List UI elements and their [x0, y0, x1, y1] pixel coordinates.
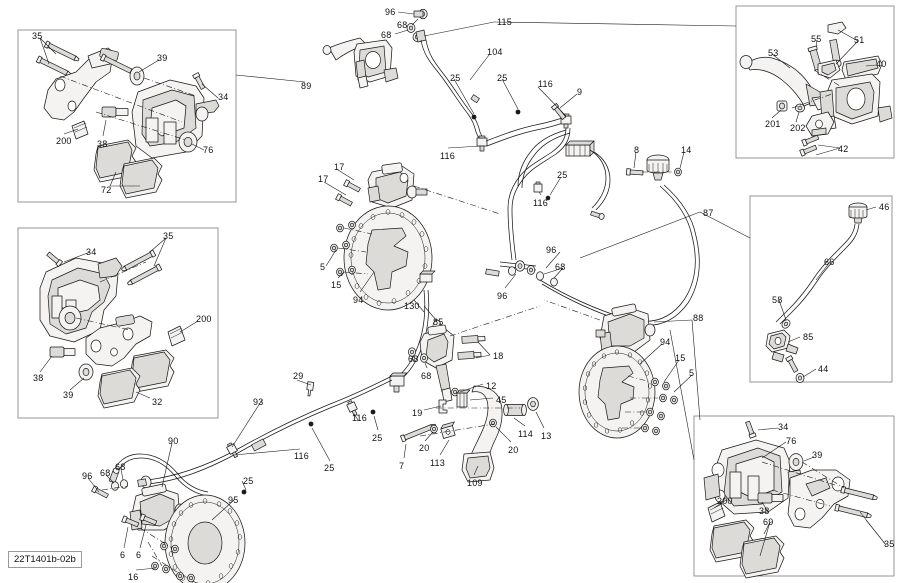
callout-46: 46 [879, 202, 890, 212]
callout-14: 14 [681, 145, 692, 155]
callout-34: 34 [218, 92, 229, 102]
callout-9: 9 [577, 87, 583, 97]
callout-42: 42 [838, 144, 849, 154]
callout-69: 69 [763, 517, 774, 527]
callout-19: 19 [412, 408, 423, 418]
callout-116: 116 [533, 198, 548, 208]
callout-39: 39 [63, 390, 74, 400]
callout-18: 18 [493, 351, 504, 361]
callout-40: 40 [876, 59, 887, 69]
callout-116: 116 [440, 151, 455, 161]
callout-68: 68 [115, 462, 126, 472]
callout-116: 116 [538, 79, 553, 89]
callout-66: 66 [824, 257, 835, 267]
callout-38: 38 [759, 506, 770, 516]
callout-72: 72 [101, 185, 112, 195]
callout-68: 68 [100, 468, 111, 478]
callout-20: 20 [419, 443, 430, 453]
callout-25: 25 [497, 73, 508, 83]
callout-90: 90 [168, 436, 179, 446]
callout-6: 6 [120, 550, 126, 560]
callout-34: 34 [778, 422, 789, 432]
callout-12: 12 [486, 381, 497, 391]
callout-55: 55 [811, 34, 822, 44]
callout-17: 17 [334, 162, 345, 172]
callout-95: 95 [228, 495, 239, 505]
callout-200: 200 [717, 496, 733, 506]
callout-25: 25 [324, 463, 335, 473]
callout-25: 25 [450, 73, 461, 83]
callout-7: 7 [399, 461, 405, 471]
callout-38: 38 [97, 139, 108, 149]
callout-116: 116 [294, 451, 309, 461]
callout-58: 58 [772, 295, 783, 305]
callout-35: 35 [32, 31, 43, 41]
callout-8: 8 [634, 145, 640, 155]
callout-68: 68 [555, 262, 566, 272]
callout-15: 15 [331, 280, 342, 290]
callout-51: 51 [854, 35, 865, 45]
callout-5: 5 [320, 262, 326, 272]
callout-35: 35 [884, 539, 895, 549]
callout-109: 109 [467, 478, 483, 488]
callout-85: 85 [803, 332, 814, 342]
callout-25: 25 [557, 170, 568, 180]
callout-96: 96 [82, 471, 93, 481]
callout-68: 68 [421, 371, 432, 381]
callout-53: 53 [768, 48, 779, 58]
callout-115: 115 [497, 17, 512, 27]
callout-16: 16 [128, 572, 139, 582]
callout-201: 201 [765, 119, 781, 129]
callout-6: 6 [136, 550, 142, 560]
callout-68: 68 [408, 354, 419, 364]
callout-35: 35 [163, 231, 174, 241]
callout-68: 68 [381, 30, 392, 40]
callout-39: 39 [812, 450, 823, 460]
callout-5: 5 [689, 368, 695, 378]
callout-32: 32 [152, 397, 163, 407]
callout-17: 17 [318, 174, 329, 184]
callout-96: 96 [385, 7, 396, 17]
callout-15: 15 [675, 353, 686, 363]
callout-114: 114 [518, 429, 533, 439]
callout-68: 68 [397, 20, 408, 30]
callout-94: 94 [660, 337, 671, 347]
callout-76: 76 [203, 145, 214, 155]
callout-76: 76 [786, 436, 797, 446]
callout-45: 45 [496, 395, 507, 405]
callout-96: 96 [546, 245, 557, 255]
callout-20: 20 [508, 445, 519, 455]
callout-38: 38 [33, 373, 44, 383]
callout-202: 202 [790, 123, 806, 133]
callout-113: 113 [430, 458, 445, 468]
callout-25: 25 [243, 476, 254, 486]
callout-89: 89 [301, 81, 312, 91]
callout-44: 44 [818, 364, 829, 374]
callout-94: 94 [353, 295, 364, 305]
callout-34: 34 [86, 247, 97, 257]
callout-29: 29 [293, 371, 304, 381]
callout-13: 13 [541, 431, 552, 441]
callout-200: 200 [56, 136, 72, 146]
callout-39: 39 [157, 53, 168, 63]
callout-88: 88 [693, 313, 704, 323]
callout-25: 25 [372, 433, 383, 443]
callout-87: 87 [703, 208, 714, 218]
callout-85: 85 [433, 317, 444, 327]
drawing-code: 22T1401b-02b [8, 551, 82, 568]
callout-200: 200 [196, 314, 212, 324]
callout-116: 116 [352, 413, 367, 423]
callout-130: 130 [404, 301, 420, 311]
callout-93: 93 [253, 397, 264, 407]
callout-96: 96 [497, 291, 508, 301]
callout-104: 104 [487, 47, 503, 57]
